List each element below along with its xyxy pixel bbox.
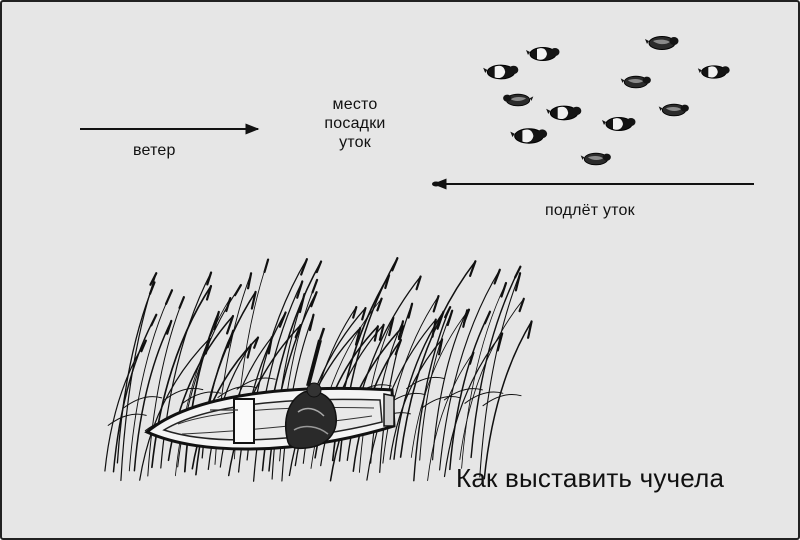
duck-decoy-icon: [580, 152, 611, 166]
approach-arrow: [432, 178, 754, 190]
duck-decoy-icon: [546, 105, 582, 121]
duck-decoy-icon: [503, 93, 534, 107]
landing-label-line-1: место: [332, 96, 378, 113]
landing-label-line-3: уток: [339, 134, 371, 151]
duck-decoy-icon: [526, 47, 560, 61]
approach-label: подлёт уток: [545, 202, 635, 219]
duck-decoy-icon: [510, 128, 548, 144]
duck-decoy-icon: [697, 65, 730, 79]
duck-decoy-icon: [645, 36, 679, 50]
hunter-icon: [284, 327, 337, 450]
duck-decoy-icon: [483, 64, 519, 80]
reeds-icon: [104, 257, 533, 482]
landing-label-line-2: посадки: [324, 115, 386, 132]
duck-decoy-group: [483, 36, 730, 166]
diagram-title: Как выставить чучела: [456, 463, 725, 493]
duck-decoy-icon: [620, 75, 651, 89]
duck-decoy-icon: [602, 117, 636, 131]
wind-label: ветер: [133, 142, 176, 159]
landing-zone-label: место посадки уток: [305, 95, 405, 152]
duck-decoy-icon: [658, 103, 689, 117]
